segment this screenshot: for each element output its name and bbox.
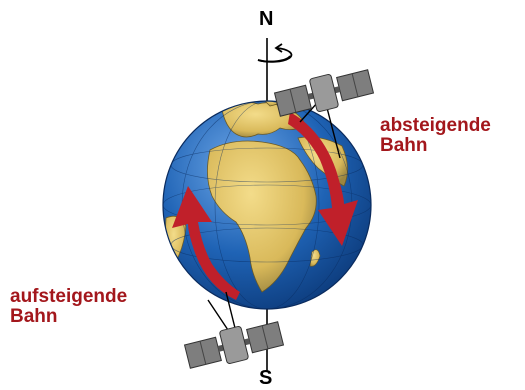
descending-orbit-label: absteigende Bahn — [380, 116, 491, 156]
descending-orbit-label-line2: Bahn — [380, 136, 491, 156]
south-pole-label: S — [259, 367, 272, 390]
ascending-orbit-label-line1: aufsteigende — [10, 287, 127, 307]
descending-orbit-label-line1: absteigende — [380, 116, 491, 136]
north-pole-label: N — [259, 8, 273, 31]
ascending-orbit-label: aufsteigende Bahn — [10, 287, 127, 327]
ascending-orbit-label-line2: Bahn — [10, 307, 127, 327]
rotation-arrow-icon — [258, 44, 291, 62]
satellite-icon — [273, 65, 374, 121]
